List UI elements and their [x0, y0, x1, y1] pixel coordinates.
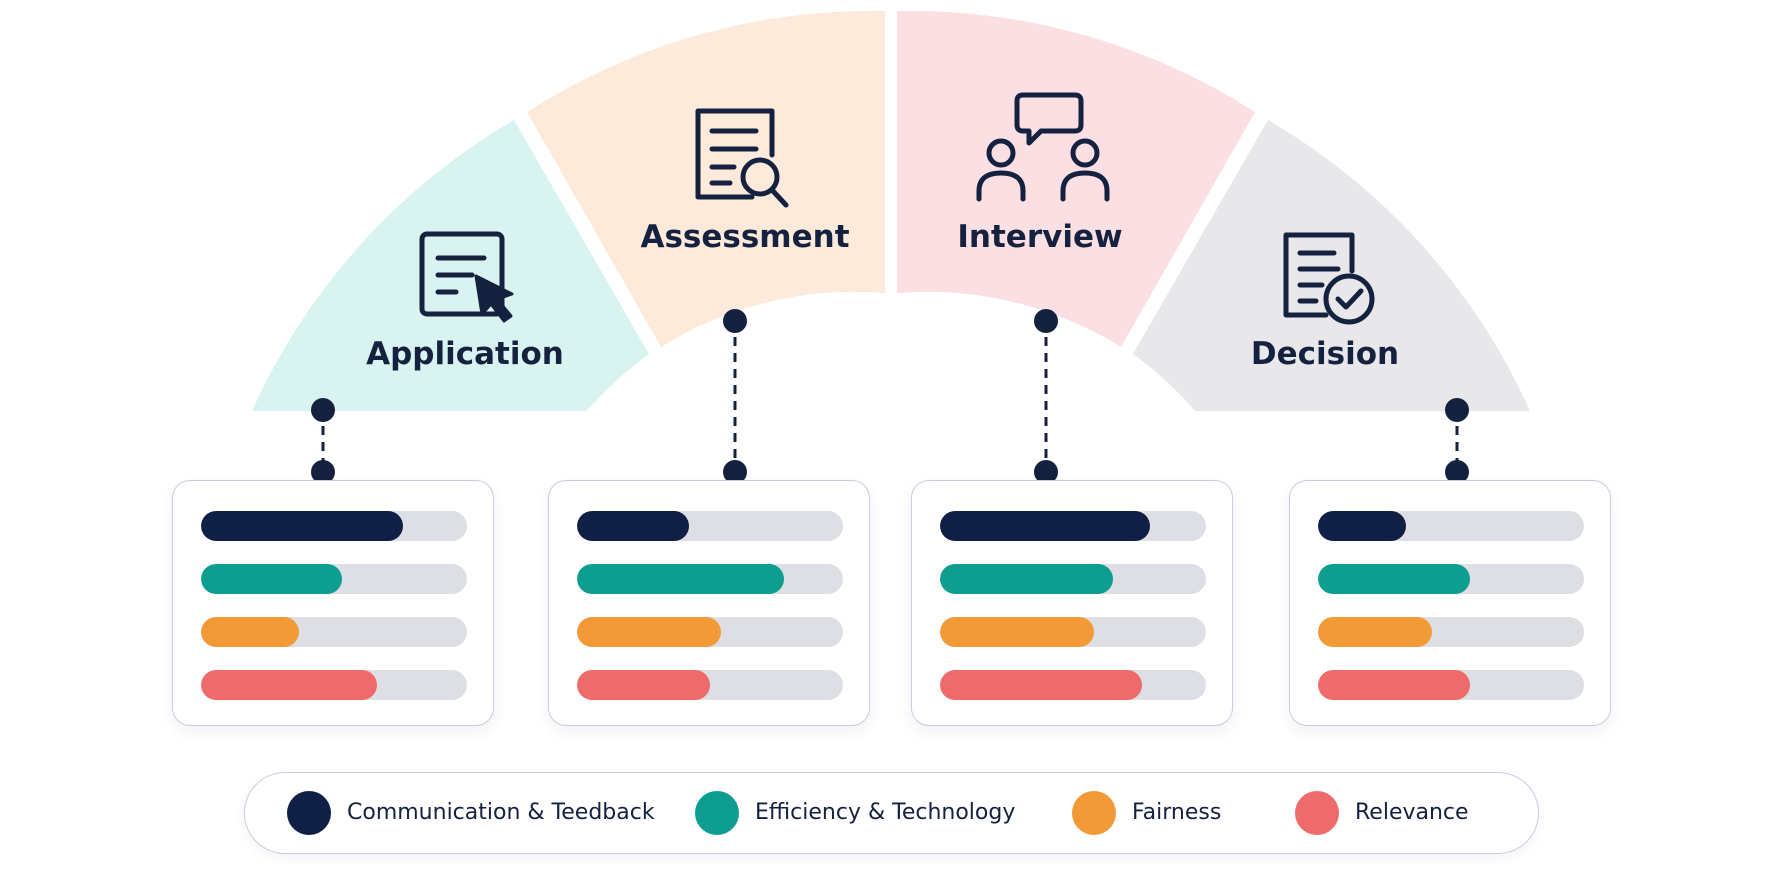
- bar-fill-assessment-relevance: [577, 670, 710, 700]
- bar-track-decision-efficiency: [1318, 564, 1584, 594]
- bar-fill-assessment-fairness: [577, 617, 721, 647]
- bar-track-decision-relevance: [1318, 670, 1584, 700]
- bar-fill-interview-relevance: [940, 670, 1143, 700]
- bar-fill-assessment-communication: [577, 511, 689, 541]
- bar-fill-application-efficiency: [201, 564, 342, 594]
- form-cursor-icon: [419, 231, 514, 323]
- connector-dot-decision-top: [1445, 398, 1469, 422]
- score-card-decision: [1289, 480, 1611, 726]
- score-card-assessment: [548, 480, 870, 726]
- bar-track-application-communication: [201, 511, 467, 541]
- bar-fill-application-communication: [201, 511, 404, 541]
- score-card-application: [172, 480, 494, 726]
- bar-fill-decision-communication: [1318, 511, 1406, 541]
- legend-label-relevance: Relevance: [1355, 800, 1469, 825]
- connector-dot-application-bottom: [311, 460, 335, 484]
- connector-dot-application-top: [311, 398, 335, 422]
- legend-dot-efficiency: [695, 790, 739, 835]
- document-check-icon: [1283, 232, 1375, 325]
- stage-label-decision: Decision: [1251, 336, 1399, 372]
- bar-track-decision-fairness: [1318, 617, 1584, 647]
- legend-label-fairness: Fairness: [1132, 800, 1222, 825]
- legend-dot-fairness: [1072, 790, 1116, 835]
- people-chat-icon: [976, 92, 1110, 202]
- document-search-icon: [695, 108, 789, 208]
- bar-fill-interview-communication: [940, 511, 1151, 541]
- bar-fill-assessment-efficiency: [577, 564, 785, 594]
- bar-track-application-fairness: [201, 617, 467, 647]
- bar-track-decision-communication: [1318, 511, 1584, 541]
- legend: Communication & Teedback Efficiency & Te…: [244, 772, 1539, 854]
- connector-dot-assessment-bottom: [723, 460, 747, 484]
- legend-item-efficiency: Efficiency & Technology: [695, 773, 1015, 852]
- bar-track-application-efficiency: [201, 564, 467, 594]
- bar-fill-decision-relevance: [1318, 670, 1470, 700]
- bar-track-assessment-fairness: [577, 617, 843, 647]
- stage-label-application: Application: [366, 336, 564, 372]
- bar-fill-application-relevance: [201, 670, 377, 700]
- legend-item-relevance: Relevance: [1295, 773, 1469, 852]
- connector-dot-interview-bottom: [1034, 460, 1058, 484]
- connector-dot-interview-top: [1034, 309, 1058, 333]
- stage-sector-interview: [897, 10, 1255, 347]
- legend-dot-relevance: [1295, 790, 1339, 835]
- bar-fill-decision-fairness: [1318, 617, 1433, 647]
- stage-label-assessment: Assessment: [640, 219, 849, 255]
- bar-track-interview-relevance: [940, 670, 1206, 700]
- stage-sector-application: [252, 120, 649, 411]
- bar-fill-interview-efficiency: [940, 564, 1113, 594]
- legend-item-fairness: Fairness: [1072, 773, 1221, 852]
- bar-track-interview-efficiency: [940, 564, 1206, 594]
- legend-dot-communication: [287, 790, 331, 835]
- score-card-interview: [911, 480, 1233, 726]
- connector-dot-assessment-top: [723, 309, 747, 333]
- legend-label-efficiency: Efficiency & Technology: [755, 800, 1016, 825]
- bar-track-application-relevance: [201, 670, 467, 700]
- bar-track-assessment-communication: [577, 511, 843, 541]
- connector-dot-decision-bottom: [1445, 460, 1469, 484]
- bar-track-assessment-efficiency: [577, 564, 843, 594]
- stage-sector-decision: [1133, 120, 1530, 411]
- bar-fill-decision-efficiency: [1318, 564, 1470, 594]
- legend-item-communication: Communication & Teedback: [287, 773, 655, 852]
- bar-track-interview-communication: [940, 511, 1206, 541]
- bar-fill-application-fairness: [201, 617, 300, 647]
- stage-sector-assessment: [527, 10, 885, 347]
- legend-label-communication: Communication & Teedback: [347, 800, 655, 825]
- stage-label-interview: Interview: [957, 219, 1122, 255]
- bar-fill-interview-fairness: [940, 617, 1095, 647]
- bar-track-assessment-relevance: [577, 670, 843, 700]
- bar-track-interview-fairness: [940, 617, 1206, 647]
